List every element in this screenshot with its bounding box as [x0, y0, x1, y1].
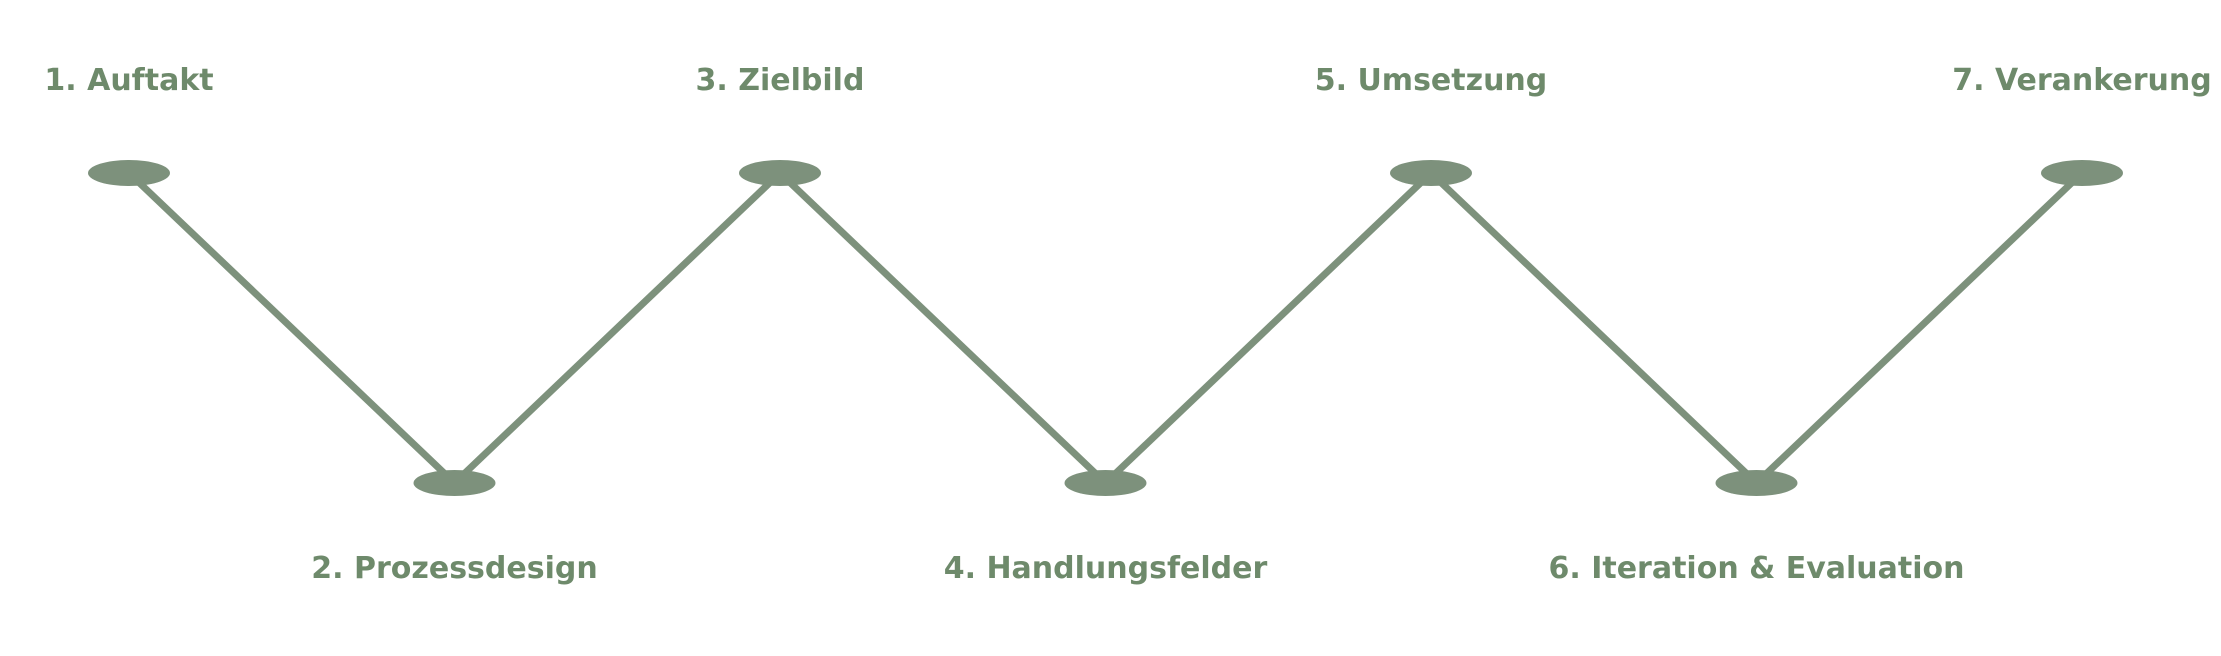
step-node-3	[739, 160, 821, 186]
connector-line-3	[777, 170, 1108, 486]
step-label-3: 3. Zielbild	[696, 63, 865, 98]
step-node-7	[2041, 160, 2123, 186]
step-node-2	[413, 470, 496, 496]
step-label-1: 1. Auftakt	[44, 63, 213, 98]
connector-line-6	[1754, 170, 2085, 486]
step-node-4	[1064, 470, 1147, 496]
step-label-4: 4. Handlungsfelder	[944, 551, 1268, 586]
step-label-5: 5. Umsetzung	[1315, 63, 1548, 98]
connector-line-2	[452, 170, 783, 486]
step-label-2: 2. Prozessdesign	[311, 551, 597, 586]
step-node-1	[88, 160, 170, 186]
step-node-5	[1390, 160, 1472, 186]
step-label-7: 7. Verankerung	[1952, 63, 2212, 98]
step-node-6	[1715, 470, 1798, 496]
connector-line-1	[126, 170, 457, 486]
connector-line-5	[1428, 170, 1759, 486]
connector-line-4	[1103, 170, 1434, 486]
step-label-6: 6. Iteration & Evaluation	[1548, 551, 1964, 586]
